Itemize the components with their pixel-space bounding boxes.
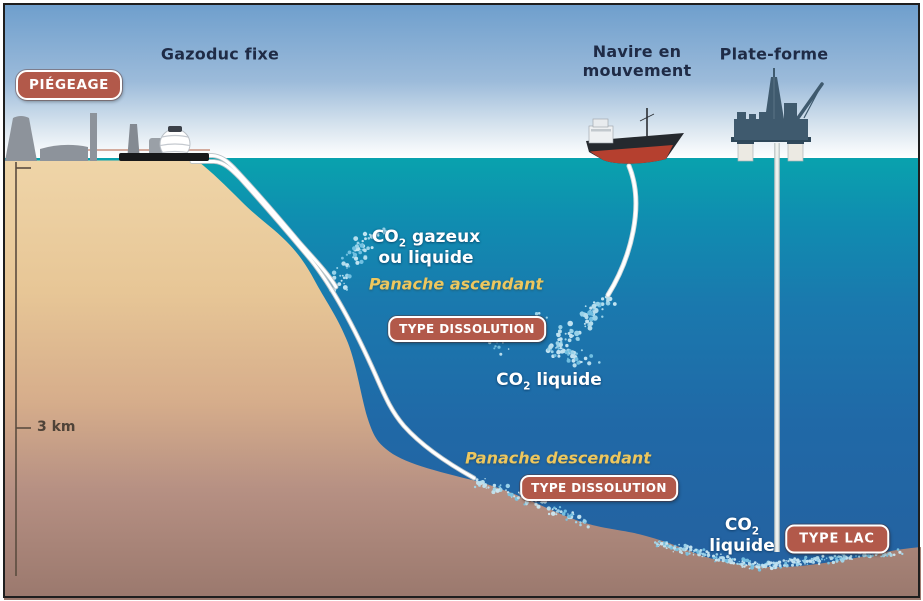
co2-transport-ship <box>586 108 684 164</box>
fixed-pipeline <box>189 153 477 481</box>
label-co2-gazeux-ou-liquide: CO2 gazeux ou liquide <box>372 227 480 269</box>
crane <box>796 82 824 120</box>
co2-line2: ou liquide <box>378 248 474 268</box>
label-navire-en-mouvement: Navire en mouvement <box>583 42 692 80</box>
offshore-platform <box>731 68 824 162</box>
label-gazoduc-fixe: Gazoduc fixe <box>160 44 280 64</box>
co2-suffix: gazeux <box>406 227 481 247</box>
badge-type-dissolution-2: TYPE DISSOLUTION <box>520 475 678 501</box>
depth-scale-bar <box>15 162 31 576</box>
spherical-gas-tank <box>159 126 191 160</box>
badge-type-dissolution-1: TYPE DISSOLUTION <box>388 316 546 342</box>
label-depth-3km: 3 km <box>37 419 76 435</box>
badge-type-lac: TYPE LAC <box>785 524 889 554</box>
label-navire-line1: Navire en <box>592 42 682 61</box>
ship-injection-pipe <box>605 163 639 298</box>
label-panache-ascendant: Panache ascendant <box>368 274 544 294</box>
co2-text: CO <box>496 370 524 390</box>
plant-building <box>40 144 88 161</box>
label-panache-descendant: Panache descendant <box>465 448 651 468</box>
cooling-tower <box>5 116 37 161</box>
power-plant-facility <box>5 113 210 161</box>
chimney <box>90 113 97 161</box>
co2-subscript: 2 <box>398 237 407 250</box>
co2-suffix: liquide <box>530 370 602 390</box>
label-navire-line2: mouvement <box>582 61 692 80</box>
label-plate-forme: Plate-forme <box>719 44 829 64</box>
co2-subscript: 2 <box>751 525 760 538</box>
badge-piegeage: PIÉGEAGE <box>16 70 122 100</box>
label-co2-liquide-bottom: CO2 liquide <box>709 515 774 557</box>
land-slope-seafloor <box>4 160 921 600</box>
co2-line2: liquide <box>709 536 775 556</box>
co2-text: CO <box>724 515 752 535</box>
co2-text: CO <box>371 227 399 247</box>
co2-subscript: 2 <box>523 380 531 393</box>
loading-dock <box>119 153 209 161</box>
small-chimney <box>127 124 140 161</box>
label-co2-liquide-mid: CO2 liquide <box>496 370 602 393</box>
